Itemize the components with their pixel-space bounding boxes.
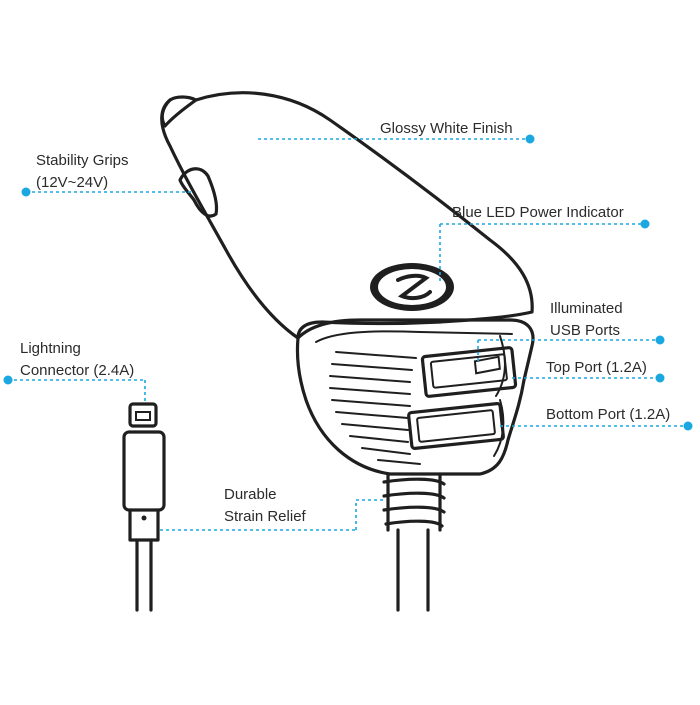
port-module <box>295 318 535 476</box>
circle-z-logo-icon <box>370 263 454 311</box>
grip-lines <box>329 351 421 465</box>
label-glossy-finish: Glossy White Finish <box>380 120 513 137</box>
label-top-port: Top Port (1.2A) <box>546 359 647 376</box>
label-strain-relief: Durable Strain Relief <box>224 486 306 525</box>
leader-lines <box>3 134 693 531</box>
label-stability-grips: Stability Grips (12V~24V) <box>36 152 129 191</box>
strain-relief <box>382 472 446 532</box>
bottom-usb-port <box>407 401 505 451</box>
top-usb-port <box>420 346 518 398</box>
label-lightning-connector: Lightning Connector (2.4A) <box>20 340 135 379</box>
label-blue-led: Blue LED Power Indicator <box>452 204 624 221</box>
label-illuminated-usb: Illuminated USB Ports <box>550 300 623 339</box>
label-bottom-port: Bottom Port (1.2A) <box>546 406 671 423</box>
lightning-connector <box>122 402 166 612</box>
charger-cable <box>396 528 430 612</box>
